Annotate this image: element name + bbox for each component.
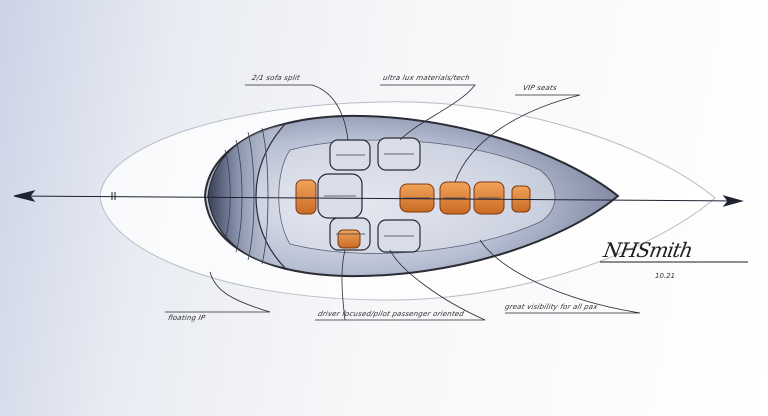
callout-seats-split: 2/1 sofa split: [251, 74, 301, 82]
centre-axis: [13, 190, 744, 207]
nose-hatching: [224, 127, 269, 265]
callout-driver-passenger: driver focused/pilot passenger oriented: [317, 310, 465, 318]
designer-signature: NHSmith: [601, 238, 695, 262]
callout-materials: ultra lux materials/tech: [382, 74, 471, 82]
seat-contours: [324, 153, 500, 237]
signature-date: 10.21: [655, 272, 676, 280]
callout-vip-seats: VIP seats: [522, 84, 558, 92]
callout-floating-ip: floating IP: [167, 314, 207, 322]
callout-leaders: [165, 84, 641, 321]
callout-visibility: great visibility for all pax: [504, 303, 599, 311]
